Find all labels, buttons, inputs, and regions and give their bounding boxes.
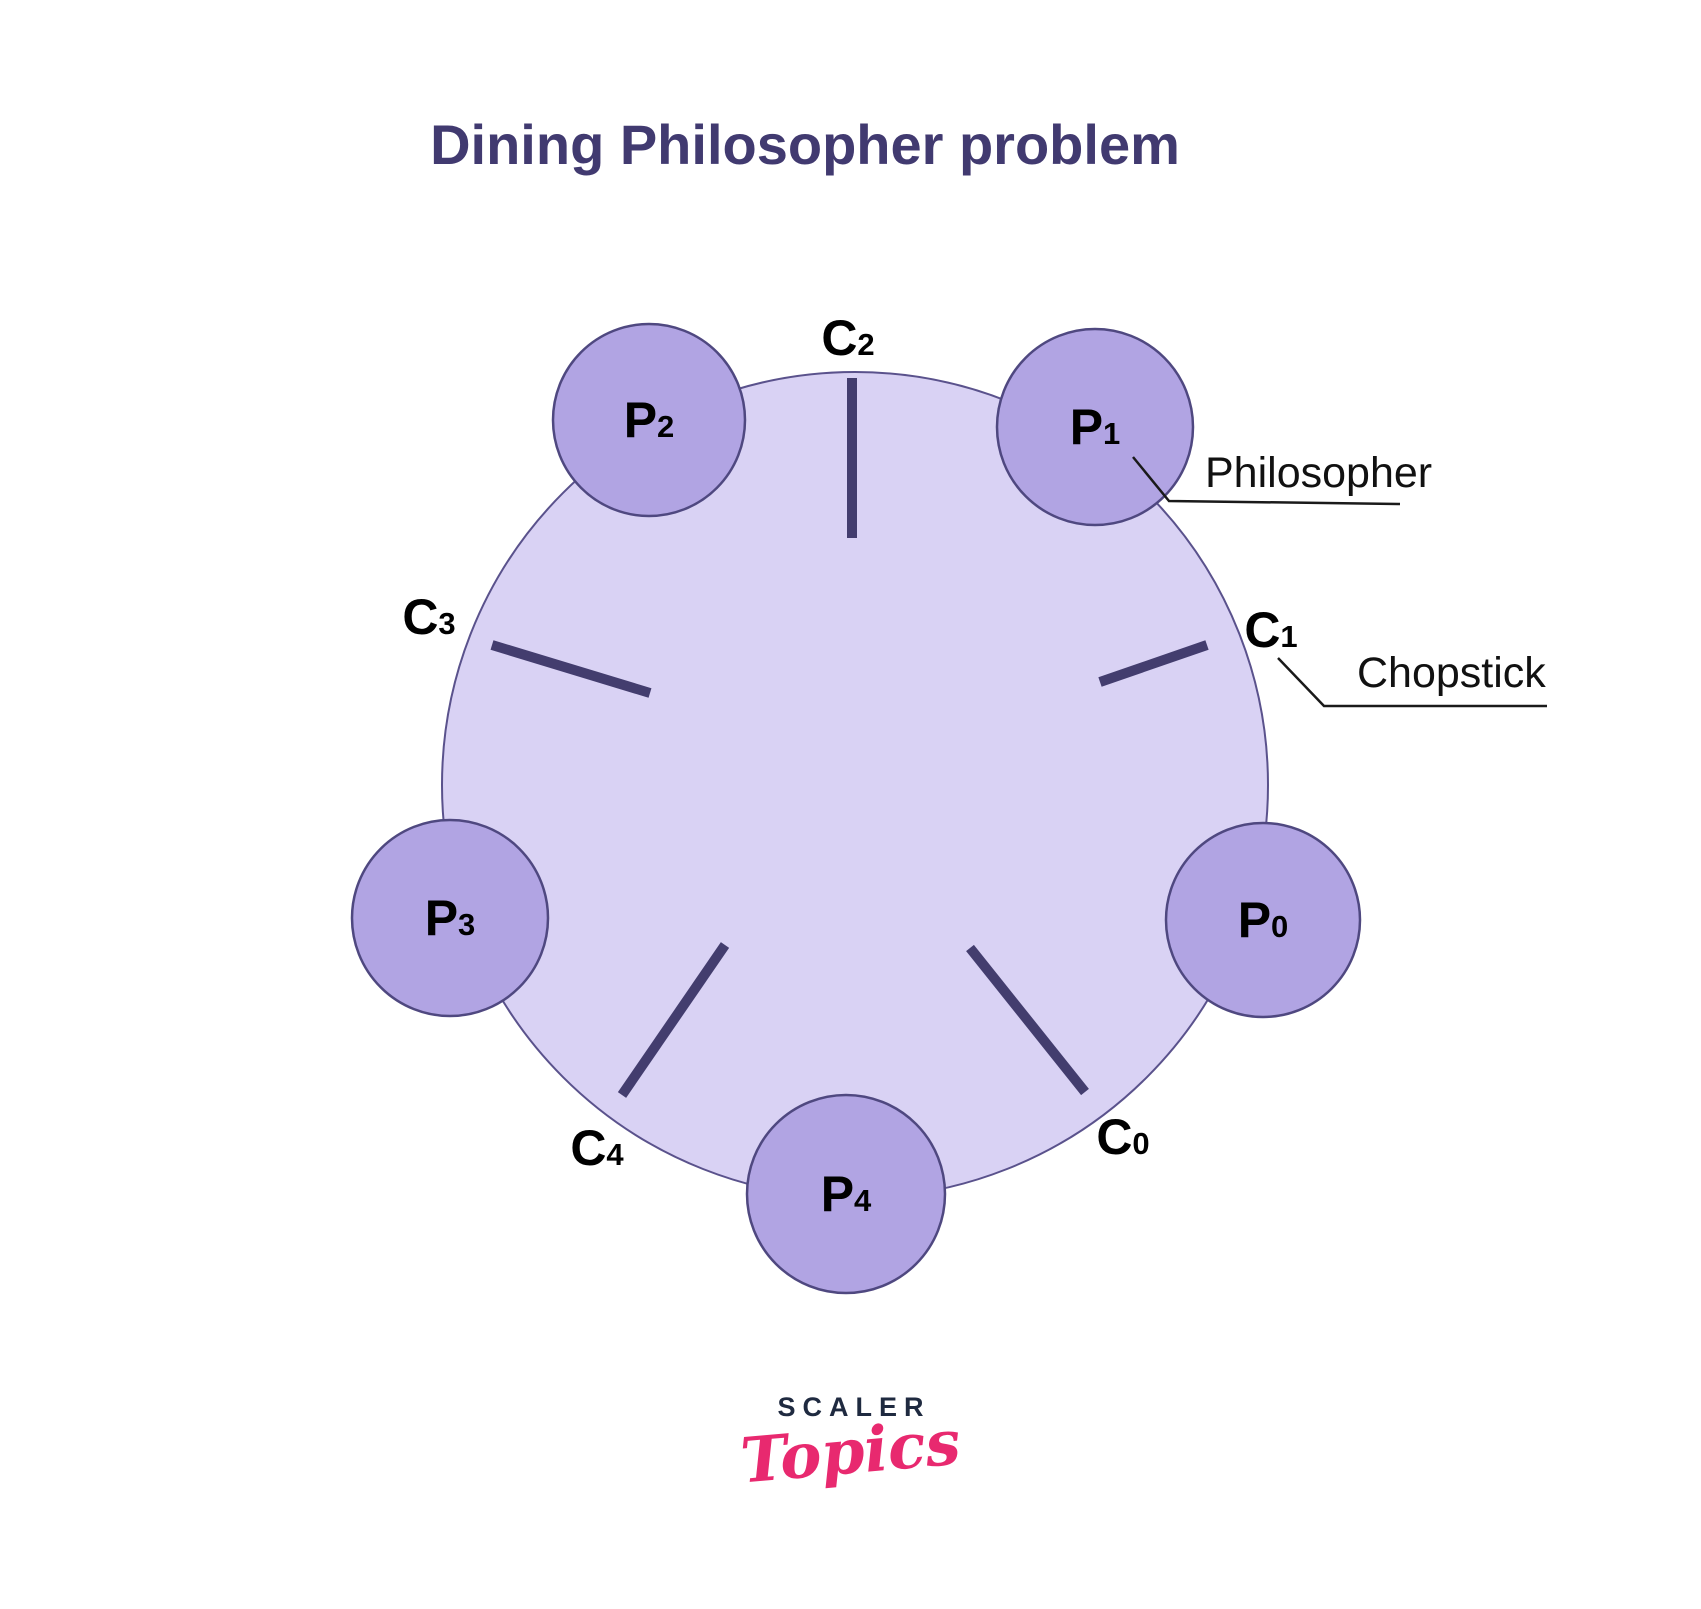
chopstick-annotation-label: Chopstick [1357,649,1546,697]
philosopher-annotation-label: Philosopher [1205,449,1433,497]
chopstick-label-c2: C2 [821,313,874,363]
chopstick-line-c4 [617,942,730,1098]
chopstick-line-c1 [1098,640,1209,687]
philosopher-leader-line [1132,456,1401,506]
logo-scaler-text: SCALER [777,1392,931,1422]
chopstick-label-c4: C4 [570,1123,623,1173]
philosopher-label-p0: P0 [1238,895,1289,945]
chopstick-label-c3-letter: C [402,589,439,645]
philosopher-circle-p2 [551,322,747,518]
chopstick-label-c2-sub: 2 [857,327,875,362]
philosopher-label-p2: P2 [624,395,675,445]
scaler-topics-logo: SCALER Topics [0,1392,1701,1497]
chopstick-label-c1-letter: C [1244,602,1281,658]
philosopher-circle-p1 [995,327,1195,527]
philosopher-label-p1-sub: 1 [1103,416,1121,451]
philosopher-circle-p3 [350,818,550,1018]
philosopher-label-p1-letter: P [1069,399,1104,455]
philosopher-label-p0-letter: P [1237,892,1272,948]
chopstick-label-c3: C3 [402,592,455,642]
philosopher-circle-p4 [745,1093,947,1295]
chopstick-label-c2-letter: C [821,310,858,366]
philosopher-label-p3-letter: P [424,890,459,946]
philosopher-label-p0-sub: 0 [1271,909,1289,944]
philosopher-label-p4-letter: P [820,1166,855,1222]
chopstick-label-c4-sub: 4 [606,1137,624,1172]
page-title: Dining Philosopher problem [430,113,1180,176]
philosopher-label-p2-letter: P [623,392,658,448]
philosopher-label-p3: P3 [425,893,476,943]
chopstick-label-c0-letter: C [1096,1109,1133,1165]
chopstick-line-c3 [490,640,652,698]
chopstick-line-c0 [966,944,1089,1096]
philosopher-circle-p0 [1164,821,1362,1019]
chopstick-label-c3-sub: 3 [438,606,456,641]
chopstick-label-c4-letter: C [570,1120,607,1176]
philosopher-label-p4-sub: 4 [854,1183,872,1218]
chopstick-label-c1: C1 [1244,605,1297,655]
chopstick-label-c1-sub: 1 [1280,619,1298,654]
philosopher-label-p4: P4 [821,1169,872,1219]
philosopher-label-p2-sub: 2 [657,409,675,444]
chopstick-label-c0: C0 [1096,1112,1149,1162]
philosopher-label-p3-sub: 3 [458,907,476,942]
chopstick-label-c0-sub: 0 [1132,1126,1150,1161]
chopstick-leader-line [1277,657,1547,708]
philosopher-label-p1: P1 [1070,402,1121,452]
